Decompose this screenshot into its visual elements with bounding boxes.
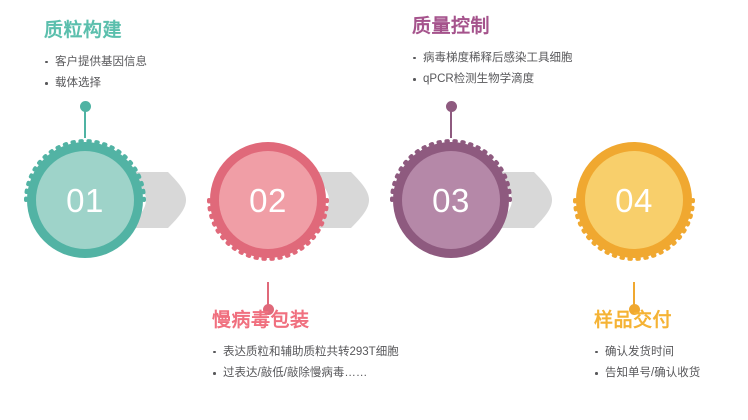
list-item: 过表达/敲低/敲除慢病毒…… [212, 363, 472, 384]
step-4-title: 样品交付 [594, 310, 673, 331]
step-4-text-block: 样品交付 确认发货时间 告知单号/确认收货 [594, 310, 748, 384]
step-1-stem-line [84, 110, 86, 138]
step-2-circle[interactable]: 02 [207, 142, 329, 261]
step-1-stem-dot [79, 101, 91, 112]
step-1-inner-disc: 01 [36, 151, 134, 249]
step-3-stem-line [450, 110, 452, 138]
list-item: 表达质粒和辅助质粒共转293T细胞 [212, 342, 472, 363]
step-2-stem-line [267, 282, 269, 309]
step-1-number: 01 [66, 181, 104, 219]
step-4-inner-disc: 04 [585, 151, 683, 249]
list-item: qPCR检测生物学滴度 [412, 69, 672, 90]
step-3-bullet-list: 病毒梯度稀释后感染工具细胞 qPCR检测生物学滴度 [412, 48, 672, 91]
step-3-number: 03 [432, 181, 470, 219]
step-4-stem-dot [628, 304, 640, 315]
list-item: 告知单号/确认收货 [594, 363, 748, 384]
step-3-inner-disc: 03 [402, 151, 500, 249]
step-2-inner-disc: 02 [219, 151, 317, 249]
list-item: 载体选择 [44, 73, 304, 94]
step-1-bullet-list: 客户提供基因信息 载体选择 [44, 52, 304, 95]
step-3-text-block: 质量控制 病毒梯度稀释后感染工具细胞 qPCR检测生物学滴度 [412, 16, 672, 90]
step-2-number: 02 [249, 181, 287, 219]
step-2-bullet-list: 表达质粒和辅助质粒共转293T细胞 过表达/敲低/敲除慢病毒…… [212, 342, 472, 385]
step-2-stem-dot [262, 304, 274, 315]
step-4-bullet-list: 确认发货时间 告知单号/确认收货 [594, 342, 748, 385]
step-4-stem-line [633, 282, 635, 309]
step-3-circle[interactable]: 03 [390, 139, 512, 258]
step-4-number: 04 [615, 181, 653, 219]
list-item: 病毒梯度稀释后感染工具细胞 [412, 48, 672, 69]
list-item: 客户提供基因信息 [44, 52, 304, 73]
step-3-stem-dot [445, 101, 457, 112]
list-item: 确认发货时间 [594, 342, 748, 363]
step-2-title: 慢病毒包装 [212, 310, 310, 331]
step-1-text-block: 质粒构建 客户提供基因信息 载体选择 [44, 20, 304, 94]
step-1-title: 质粒构建 [44, 20, 123, 41]
step-2-text-block: 慢病毒包装 表达质粒和辅助质粒共转293T细胞 过表达/敲低/敲除慢病毒…… [212, 310, 472, 384]
step-1-circle[interactable]: 01 [24, 139, 146, 258]
step-3-title: 质量控制 [412, 16, 491, 37]
step-4-circle[interactable]: 04 [573, 142, 695, 261]
